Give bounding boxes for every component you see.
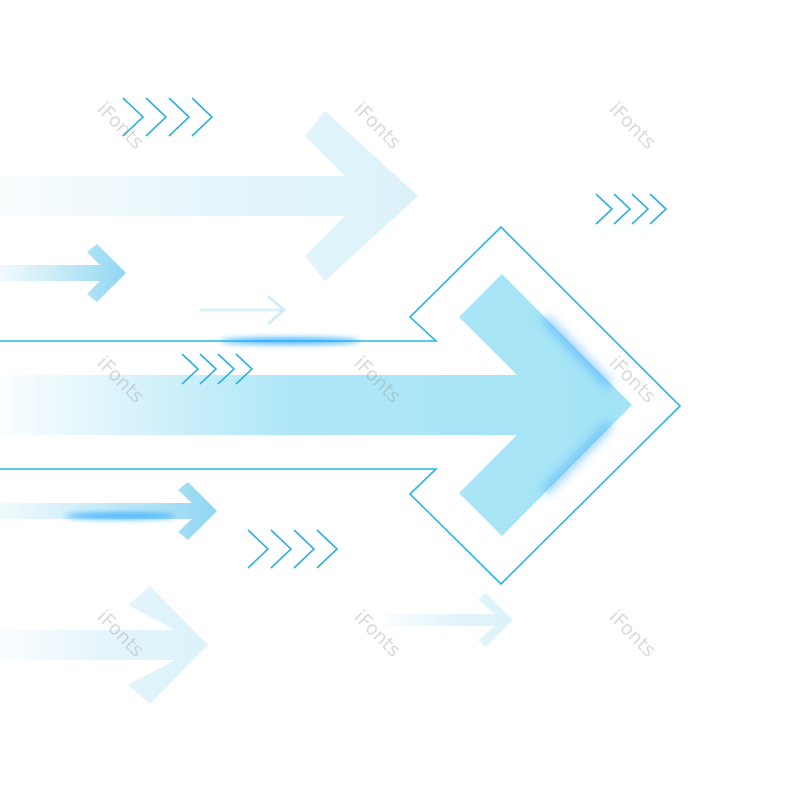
main-arrow-solid <box>0 274 632 536</box>
small-arrow-lower <box>0 482 217 540</box>
faint-line-arrow <box>200 294 287 326</box>
small-arrow-left <box>0 244 126 302</box>
faint-arrow-bottom-middle <box>385 593 513 647</box>
line-arrow-top-right <box>480 193 668 225</box>
line-arrow-middle <box>60 353 254 385</box>
pale-arrow-large-bottom <box>0 586 208 704</box>
pale-arrow-large-top <box>0 111 418 281</box>
outline-arrow-big <box>0 225 682 586</box>
line-arrow-top-left <box>0 97 214 137</box>
line-arrow-lower <box>100 529 339 569</box>
